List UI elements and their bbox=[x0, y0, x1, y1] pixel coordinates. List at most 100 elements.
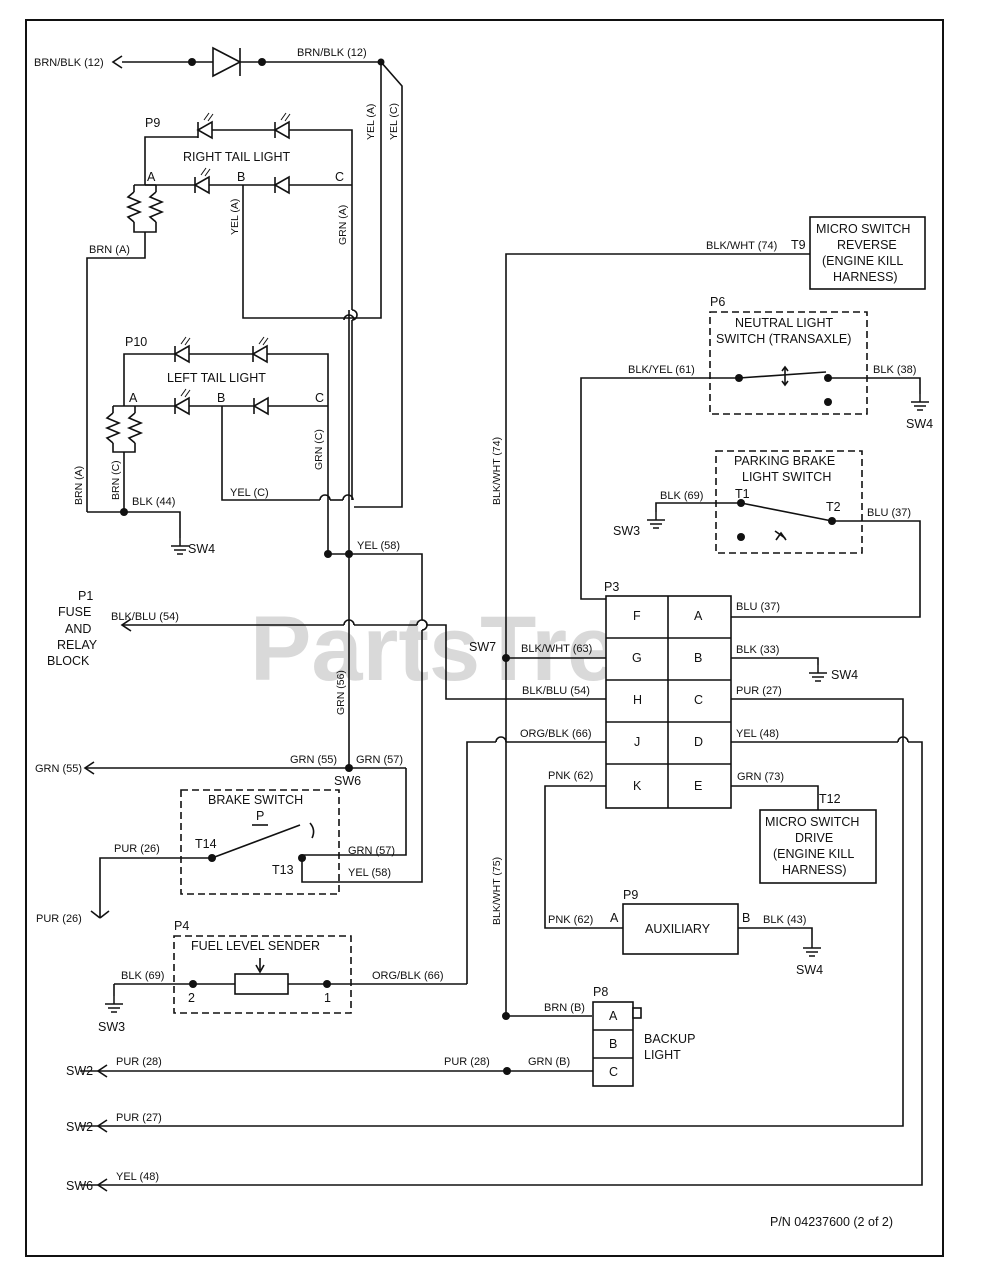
diagram-label: BLK/YEL (61) bbox=[628, 364, 695, 376]
neutral-light-switch bbox=[709, 311, 868, 415]
led-icon bbox=[252, 336, 269, 363]
diagram-label: REVERSE bbox=[837, 238, 897, 252]
diagram-label: BRN (A) bbox=[89, 244, 130, 256]
led-icon bbox=[174, 336, 191, 363]
diagram-label: E bbox=[694, 779, 702, 793]
diagram-label: PUR (28) bbox=[116, 1056, 162, 1068]
diagram-label: YEL (C) bbox=[388, 103, 400, 140]
diagram-label: ORG/BLK (66) bbox=[520, 728, 592, 740]
arrow-left-icon bbox=[112, 55, 123, 69]
diagram-label: 1 bbox=[324, 991, 331, 1005]
led-icon bbox=[174, 388, 191, 415]
diagram-label: PNK (62) bbox=[548, 914, 593, 926]
diagram-label: YEL (A) bbox=[229, 199, 241, 235]
diagram-label: LIGHT bbox=[644, 1048, 681, 1062]
diagram-label: T2 bbox=[826, 500, 841, 514]
diagram-label: BRN (C) bbox=[110, 460, 122, 500]
resistor-icon bbox=[104, 406, 144, 512]
diagram-label: RELAY bbox=[57, 638, 98, 652]
diagram-label: YEL (C) bbox=[230, 487, 269, 499]
diagram-label: T1 bbox=[735, 487, 750, 501]
diagram-label: P6 bbox=[710, 295, 725, 309]
diagram-label: AUXILIARY bbox=[645, 922, 711, 936]
diagram-label: BLK/WHT (75) bbox=[491, 857, 503, 925]
diagram-label: GRN (A) bbox=[337, 205, 349, 245]
diagram-label: PNK (62) bbox=[548, 770, 593, 782]
diagram-label: P9 bbox=[623, 888, 638, 902]
led-icon bbox=[194, 167, 211, 194]
diagram-label: B bbox=[237, 170, 245, 184]
switch-icon bbox=[211, 822, 315, 859]
diagram-label: C bbox=[609, 1065, 618, 1079]
diagram-label: BLK/WHT (74) bbox=[706, 240, 777, 252]
diagram-label: BLK (44) bbox=[132, 496, 175, 508]
diagram-label: YEL (A) bbox=[365, 104, 377, 140]
diagram-label: YEL (48) bbox=[116, 1171, 159, 1183]
left-tail-light: LEFT TAIL LIGHT bbox=[167, 371, 266, 385]
diagram-label: PUR (27) bbox=[116, 1112, 162, 1124]
diagram-label: MICRO SWITCH bbox=[816, 222, 910, 236]
ground-icon bbox=[646, 511, 666, 529]
diagram-label: P bbox=[256, 809, 264, 823]
diagram-label: T14 bbox=[195, 837, 217, 851]
diagram-label: A bbox=[129, 391, 138, 405]
diagram-label: PARKING BRAKE bbox=[734, 454, 835, 468]
diagram-label: BLU (37) bbox=[867, 507, 911, 519]
diagram-label: SW7 bbox=[469, 640, 496, 654]
diagram-label: F bbox=[633, 609, 641, 623]
diagram-label: BLK (69) bbox=[660, 490, 703, 502]
diagram-label: C bbox=[694, 693, 703, 707]
micro-switch-drive bbox=[759, 809, 877, 884]
diagram-label: GRN (57) bbox=[348, 845, 395, 857]
diagram-label: BRN (B) bbox=[544, 1002, 585, 1014]
diagram-label: T9 bbox=[791, 238, 806, 252]
diagram-label: FUSE bbox=[58, 605, 91, 619]
diagram-label: P4 bbox=[174, 919, 189, 933]
switch-icon bbox=[740, 502, 833, 541]
auxiliary bbox=[622, 903, 739, 955]
diagram-label: GRN (55) bbox=[290, 754, 337, 766]
diagram-label: J bbox=[634, 735, 640, 749]
diode-icon bbox=[274, 176, 290, 194]
resistor-icon bbox=[86, 184, 165, 512]
diagram-label: BLU (37) bbox=[736, 601, 780, 613]
parking-brake-switch bbox=[715, 450, 863, 554]
diagram-label: BRN (A) bbox=[73, 466, 85, 505]
switch-icon bbox=[738, 365, 827, 387]
diagram-label: SW6 bbox=[66, 1179, 93, 1193]
diagram-label: A bbox=[694, 609, 703, 623]
diagram-label: GRN (55) bbox=[35, 763, 82, 775]
diagram-label: B bbox=[694, 651, 702, 665]
diagram-label: C bbox=[315, 391, 324, 405]
diagram-label: 2 bbox=[188, 991, 195, 1005]
diagram-label: PUR (26) bbox=[36, 913, 82, 925]
diagram-label: PUR (27) bbox=[736, 685, 782, 697]
diagram-label: BLK/WHT (63) bbox=[521, 643, 592, 655]
diagram-label: BACKUP bbox=[644, 1032, 695, 1046]
watermark: PartsTree bbox=[250, 598, 669, 700]
ground-icon bbox=[170, 537, 190, 555]
diagram-label: (ENGINE KILL bbox=[822, 254, 903, 268]
ground-icon bbox=[104, 995, 124, 1013]
diagram-label: AND bbox=[65, 622, 91, 636]
ground-icon bbox=[802, 939, 822, 957]
diagram-label: B bbox=[609, 1037, 617, 1051]
diagram-label: BLK (43) bbox=[763, 914, 806, 926]
diagram-label: PUR (28) bbox=[444, 1056, 490, 1068]
diagram-label: NEUTRAL LIGHT bbox=[735, 316, 834, 330]
diagram-label: YEL (48) bbox=[736, 728, 779, 740]
led-icon bbox=[274, 112, 291, 139]
diagram-label: YEL (58) bbox=[348, 867, 391, 879]
diagram-label: SW2 bbox=[66, 1064, 93, 1078]
led-icon bbox=[197, 112, 214, 139]
diagram-label: SW2 bbox=[66, 1120, 93, 1134]
diagram-label: P8 bbox=[593, 985, 608, 999]
micro-switch-reverse bbox=[809, 216, 926, 290]
brake-switch bbox=[180, 789, 340, 895]
diagram-label: P1 bbox=[78, 589, 93, 603]
diagram-label: P9 bbox=[145, 116, 160, 130]
diagram-label: BLK (38) bbox=[873, 364, 916, 376]
page-border bbox=[25, 19, 944, 1257]
backup-light-connector bbox=[592, 1001, 642, 1087]
